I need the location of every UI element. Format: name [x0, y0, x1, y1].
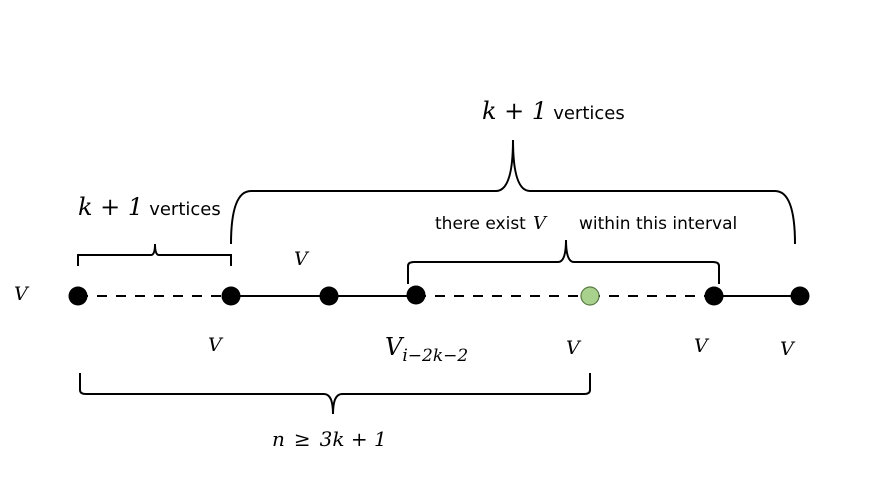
left-brace-math: k + 1	[78, 193, 143, 221]
vertex-label-below-green: V	[566, 337, 582, 359]
left-brace-label: k + 1 vertices	[78, 193, 221, 221]
vertex-label-vi: Vi−2k−2	[385, 333, 468, 366]
top-brace	[230, 139, 796, 245]
interval-label-pre: there exist	[435, 214, 526, 234]
interval-label-post: within this interval	[579, 214, 737, 234]
interval-label-v: V	[533, 213, 548, 234]
bottom-expr: 3k + 1	[320, 427, 387, 451]
top-brace-math: k + 1	[482, 97, 547, 125]
bottom-brace	[79, 373, 591, 415]
vertex-label-vi-sub: i−2k−2	[402, 346, 468, 366]
interval-brace	[407, 239, 720, 284]
vertex-7	[790, 286, 810, 306]
vertex-label-below-4: V	[780, 338, 796, 360]
left-brace	[77, 243, 232, 266]
bottom-brace-label: n ≥3k + 1	[272, 427, 387, 451]
vertex-1	[68, 286, 88, 306]
vertex-label-vi-main: V	[385, 333, 405, 361]
vertex-label-above: V	[294, 248, 310, 270]
vertices	[68, 285, 810, 306]
vertex-label-left: V	[14, 283, 30, 305]
vertex-3	[319, 286, 339, 306]
vertex-label-below-3: V	[694, 335, 710, 357]
bottom-geq: ≥	[294, 427, 311, 451]
top-brace-word: vertices	[553, 103, 625, 124]
vertex-4	[406, 285, 426, 305]
bottom-n: n	[272, 427, 285, 451]
vertex-highlighted	[580, 286, 600, 306]
vertex-2	[221, 286, 241, 306]
vertex-6	[704, 286, 724, 306]
left-brace-word: vertices	[149, 199, 221, 220]
top-brace-label: k + 1 vertices	[482, 97, 625, 125]
vertex-label-below-1: V	[208, 334, 224, 356]
